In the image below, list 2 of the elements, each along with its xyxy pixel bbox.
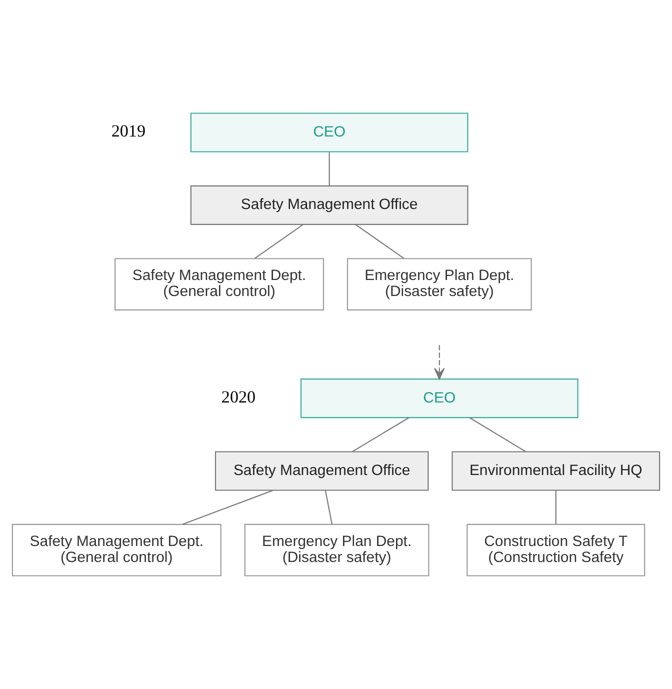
label: 2019 xyxy=(111,122,146,141)
label: 2020 xyxy=(221,387,256,406)
